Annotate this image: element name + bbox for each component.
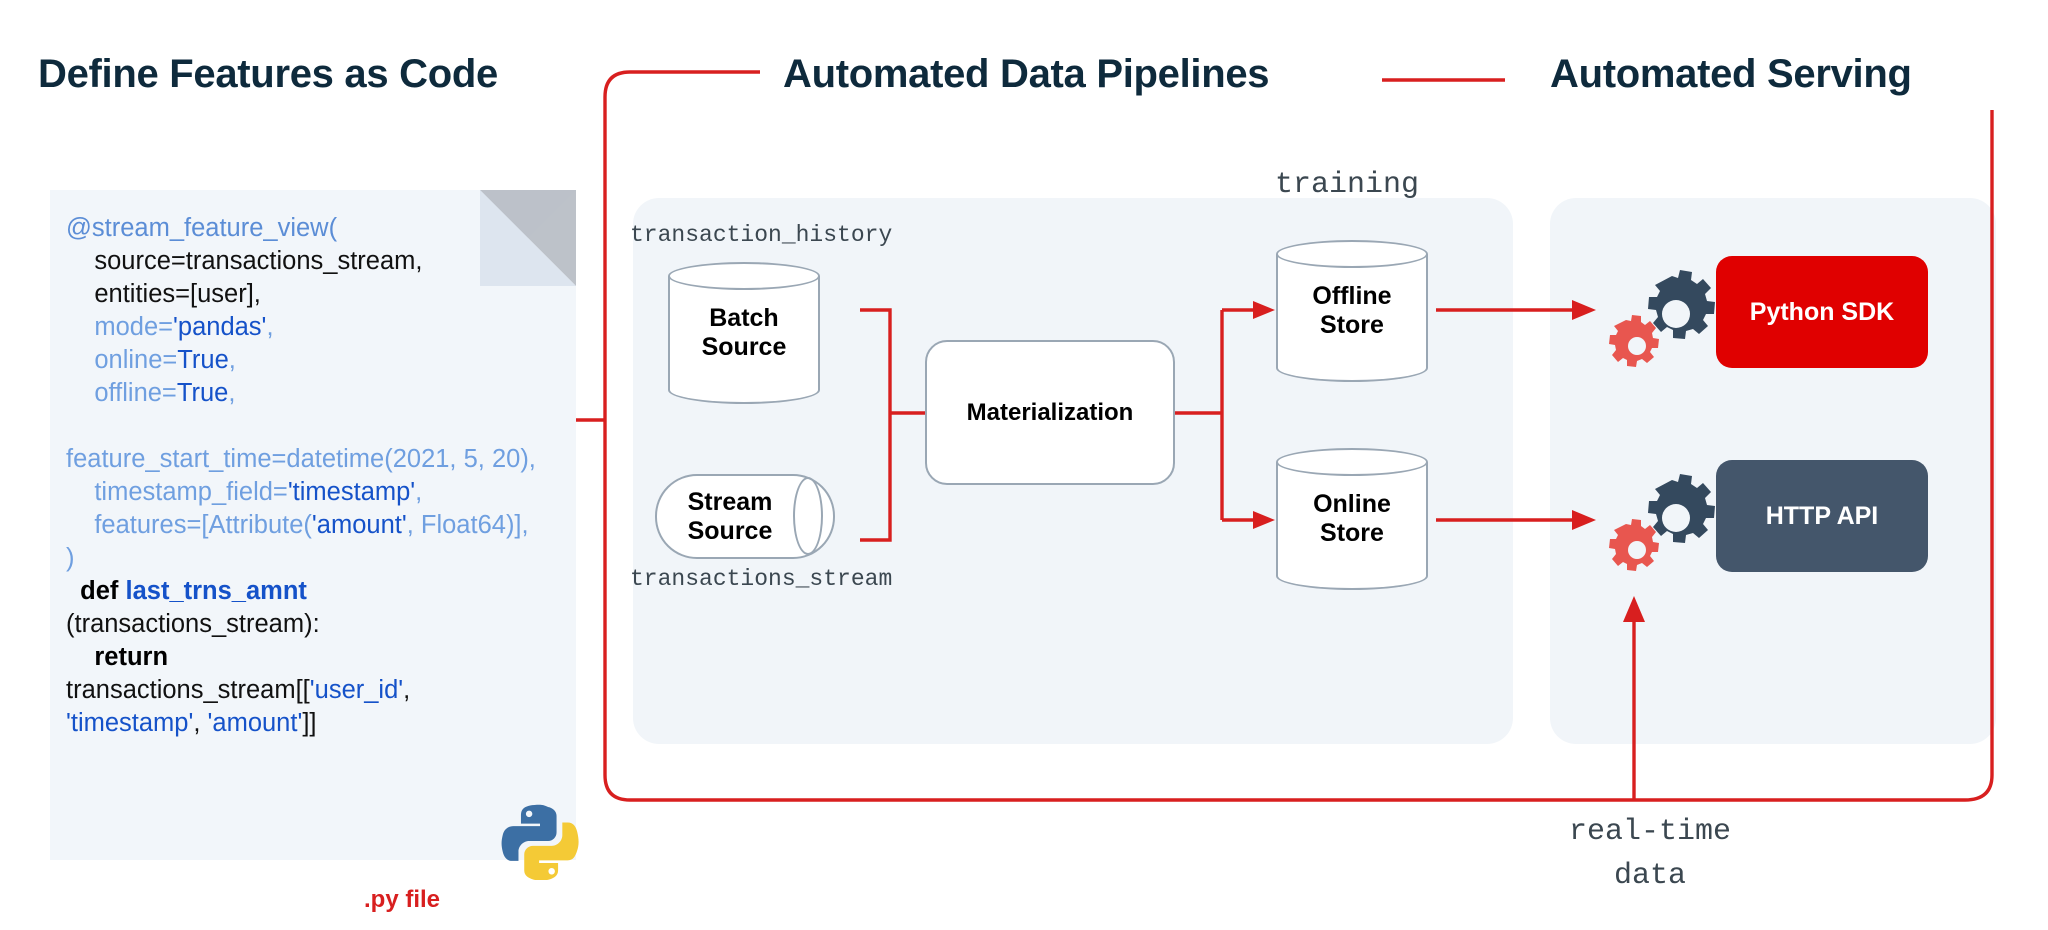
cylinder-top bbox=[668, 262, 820, 290]
cylinder-cap bbox=[793, 476, 823, 555]
stream-source-cylinder: Stream Source bbox=[655, 474, 835, 559]
online-store-cylinder: Online Store bbox=[1276, 448, 1428, 590]
gears-icon bbox=[1609, 270, 1715, 367]
label-transaction-history: transaction_history bbox=[630, 222, 893, 248]
label-real-time-data: real-time data bbox=[1568, 815, 1732, 893]
py-file-label: .py file bbox=[364, 886, 441, 913]
offline-store-cylinder: Offline Store bbox=[1276, 240, 1428, 382]
label-transactions-stream: transactions_stream bbox=[630, 566, 893, 592]
python-logo-icon bbox=[501, 804, 579, 880]
cylinder-top bbox=[1276, 448, 1428, 476]
materialization-box: Materialization bbox=[925, 340, 1175, 485]
cylinder-body bbox=[1276, 254, 1428, 368]
heading-automated-serving: Automated Serving bbox=[1550, 52, 1912, 96]
online-store-label: Online Store bbox=[1313, 490, 1391, 547]
offline-store-label: Offline Store bbox=[1312, 282, 1392, 339]
code-card bbox=[50, 190, 576, 860]
stream-source-label: Stream Source bbox=[687, 487, 773, 545]
label-training: training bbox=[1275, 168, 1420, 202]
gears-icon bbox=[1609, 474, 1715, 571]
cylinder-body bbox=[1276, 462, 1428, 576]
heading-automated-data-pipelines: Automated Data Pipelines bbox=[783, 52, 1270, 96]
cylinder-body bbox=[668, 276, 820, 390]
cylinder-top bbox=[1276, 240, 1428, 268]
batch-source-label: Batch Source bbox=[701, 304, 787, 361]
http-api-box[interactable]: HTTP API bbox=[1716, 460, 1928, 572]
batch-source-cylinder: Batch Source bbox=[668, 262, 820, 404]
python-sdk-box[interactable]: Python SDK bbox=[1716, 256, 1928, 368]
heading-define-features-as-code: Define Features as Code bbox=[38, 52, 498, 96]
code-snippet: @stream_feature_view( source=transaction… bbox=[66, 214, 536, 737]
